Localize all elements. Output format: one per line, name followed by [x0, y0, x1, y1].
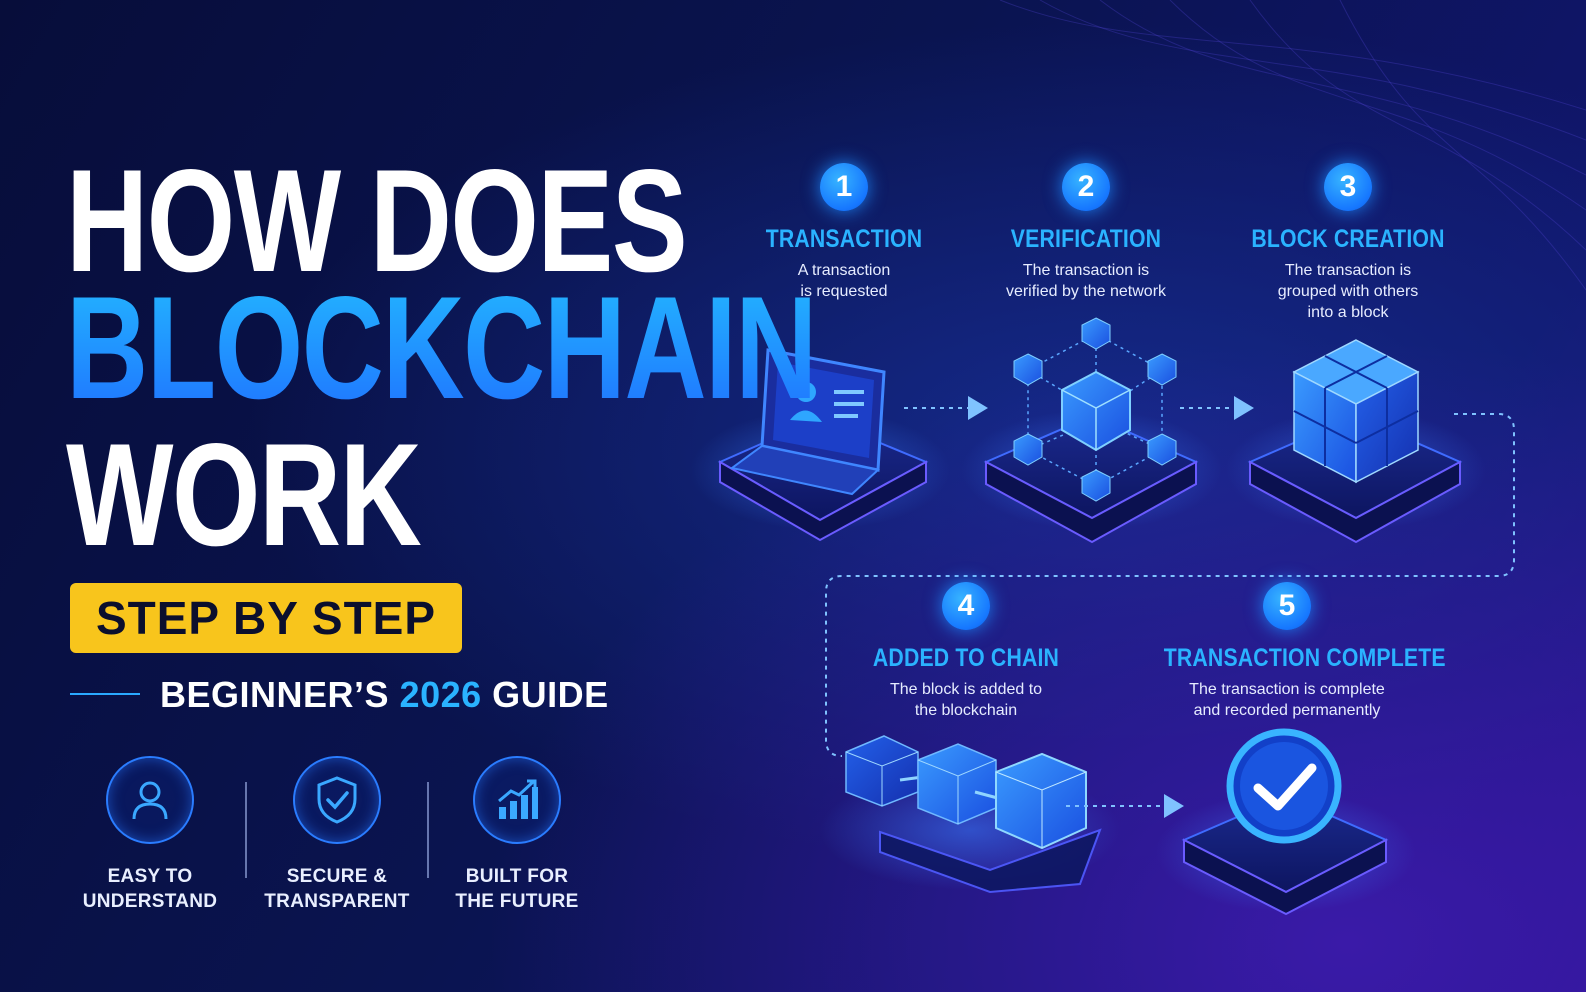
step-title: TRANSACTION COMPLETE: [1163, 644, 1446, 672]
step-title: BLOCK CREATION: [1251, 225, 1445, 253]
network-nodes-icon: [962, 317, 1222, 544]
guide-year: 2026: [399, 674, 482, 715]
headline-line-2: BLOCKCHAIN: [66, 266, 817, 429]
guide-prefix: BEGINNER’S: [160, 674, 400, 715]
user-icon: [106, 756, 194, 844]
step-5-transaction-complete: 5 TRANSACTION COMPLETE The transaction i…: [1142, 582, 1446, 721]
step-number-badge: 4: [942, 582, 990, 630]
guide-subtitle: BEGINNER’S 2026 GUIDE: [160, 674, 609, 716]
headline-line-3: WORK: [66, 413, 422, 576]
decorative-waves: [999, 0, 1586, 291]
step-by-step-badge: STEP BY STEP: [70, 583, 462, 653]
step-title: TRANSACTION: [765, 225, 923, 253]
step-number-badge: 5: [1263, 582, 1311, 630]
guide-suffix: GUIDE: [481, 674, 609, 715]
laptop-icon: [690, 348, 950, 542]
feature-separator: [245, 782, 247, 878]
step-number-badge: 3: [1324, 163, 1372, 211]
headline-line-1: HOW DOES: [66, 139, 688, 302]
step-number-badge: 2: [1062, 163, 1110, 211]
flow-connector-3-4: [825, 413, 1515, 757]
block-cube-icon: [1226, 339, 1486, 544]
guide-divider: [70, 693, 140, 695]
step-title: VERIFICATION: [1010, 225, 1162, 253]
chain-blocks-icon: [820, 735, 1120, 894]
step-number-badge: 1: [820, 163, 868, 211]
feature-separator: [427, 782, 429, 878]
feature-secure-transparent: SECURE &TRANSPARENT: [247, 756, 427, 914]
feature-label: SECURE &TRANSPARENT: [264, 866, 410, 912]
growth-chart-icon: [473, 756, 561, 844]
step-title: ADDED TO CHAIN: [872, 644, 1060, 672]
shield-check-icon: [293, 756, 381, 844]
checkmark-icon: [1156, 728, 1416, 916]
